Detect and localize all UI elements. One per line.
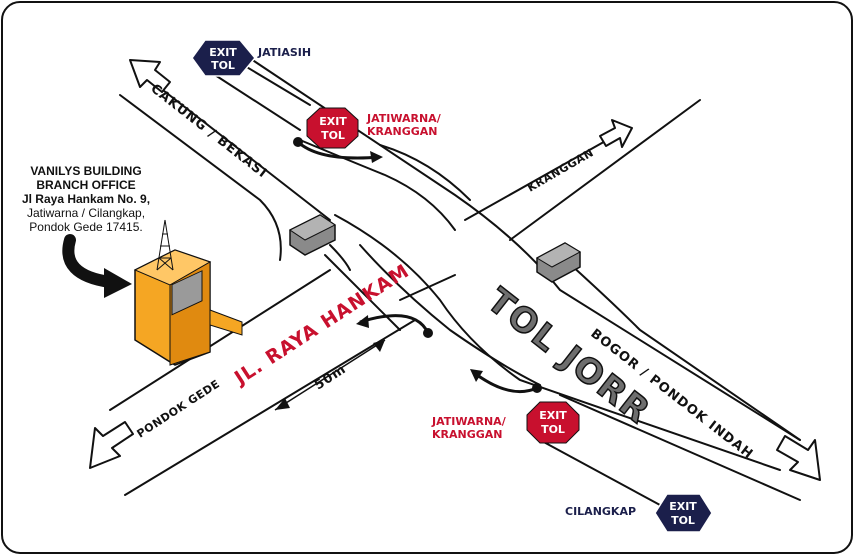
route-top-curve <box>296 140 381 160</box>
route-bottom-curve <box>472 370 538 394</box>
exit-octagon-red <box>306 107 359 149</box>
exit-connector-cilangkap <box>539 439 661 506</box>
distance-arrow-end <box>373 340 385 352</box>
road-edge-cakung-outer <box>149 79 331 221</box>
distance-marker <box>274 339 386 411</box>
exit-badge-line2: TOL <box>671 514 695 527</box>
exit-badge-line1: EXIT <box>539 409 567 422</box>
exit-label-jatiwarna-top-line1: JATIWARNA/ <box>366 112 442 125</box>
route-middle-curve <box>359 314 430 334</box>
exit-label-jatiwarna-top-line2: KRANGGAN <box>367 125 438 138</box>
exit-badge-line2: TOL <box>211 59 235 72</box>
exit-badge-jatiwarna-top: EXIT TOL <box>306 107 359 149</box>
route-middle-arrowhead <box>356 315 369 328</box>
road-edge-cakung-inner <box>119 94 282 261</box>
office-name-line2: BRANCH OFFICE <box>36 178 136 192</box>
office-address-line2: Jatiwarna / Cilangkap, <box>26 206 146 220</box>
road-edge-bogor-lower <box>559 394 801 501</box>
route-top <box>293 137 383 163</box>
route-bottom <box>470 369 542 394</box>
distance-arrow-start <box>275 398 290 410</box>
arrow-cakung-icon <box>129 59 171 93</box>
exit-label-jatiwarna-bottom-line2: KRANGGAN <box>432 428 503 441</box>
office-building <box>133 219 243 366</box>
flyover-right <box>535 242 582 283</box>
arrow-pondok-gede-icon <box>89 421 134 469</box>
exit-badge-line2: TOL <box>321 129 345 142</box>
tol-edge-upper <box>244 54 801 441</box>
exit-label-jatiwarna-bottom-line1: JATIWARNA/ <box>431 415 507 428</box>
exit-badge-jatiwarna-bottom: EXIT TOL <box>526 401 580 444</box>
arrow-kranggan-icon <box>599 119 633 148</box>
ramp-top-2 <box>379 144 471 201</box>
exit-badge-cilangkap: EXIT TOL <box>654 493 713 533</box>
radio-tower-icon <box>156 219 174 271</box>
exit-badge-line1: EXIT <box>669 500 697 513</box>
road-edge-hankam-lower <box>124 319 416 496</box>
road-network <box>109 54 801 506</box>
exit-hexagon-navy <box>654 493 713 533</box>
road-edge-kranggan-upper <box>464 129 626 221</box>
route-top-arrowhead <box>370 151 383 163</box>
building-annex <box>209 309 243 336</box>
exit-hexagon-navy <box>191 39 256 77</box>
exit-label-cilangkap: CILANGKAP <box>565 505 636 518</box>
ramp-middle-2 <box>324 254 401 331</box>
exit-octagon-red <box>526 401 580 444</box>
route-bottom-arrowhead <box>470 369 483 382</box>
flyover-left <box>289 214 336 256</box>
ramp-small <box>329 244 351 271</box>
exit-badge-jatiasih: EXIT TOL <box>191 39 256 77</box>
road-edge-kranggan-lower <box>509 99 701 241</box>
office-address-line1: Jl Raya Hankam No. 9, <box>21 192 151 206</box>
building-windows <box>171 270 203 316</box>
route-middle <box>356 314 433 338</box>
ramp-middle <box>359 244 541 386</box>
office-name-line1: VANILYS BUILDING <box>30 164 142 178</box>
office-address-line3: Pondok Gede 17415. <box>29 220 143 234</box>
tol-edge-lower <box>334 214 781 471</box>
ramp-top <box>299 139 456 231</box>
road-edge-hankam-junction <box>399 274 456 301</box>
pointer-arrow-icon <box>62 234 132 298</box>
exit-badge-line1: EXIT <box>209 46 237 59</box>
arrow-bogor-icon <box>776 435 821 481</box>
exit-label-jatiasih: JATIASIH <box>257 46 311 59</box>
tol-edge-top-outer <box>214 74 301 131</box>
office-address-block: VANILYS BUILDING BRANCH OFFICE Jl Raya H… <box>10 164 162 234</box>
exit-badge-line1: EXIT <box>319 115 347 128</box>
exit-badge-line2: TOL <box>541 423 565 436</box>
road-edge-hankam-upper <box>109 269 331 411</box>
distance-line <box>274 339 386 411</box>
